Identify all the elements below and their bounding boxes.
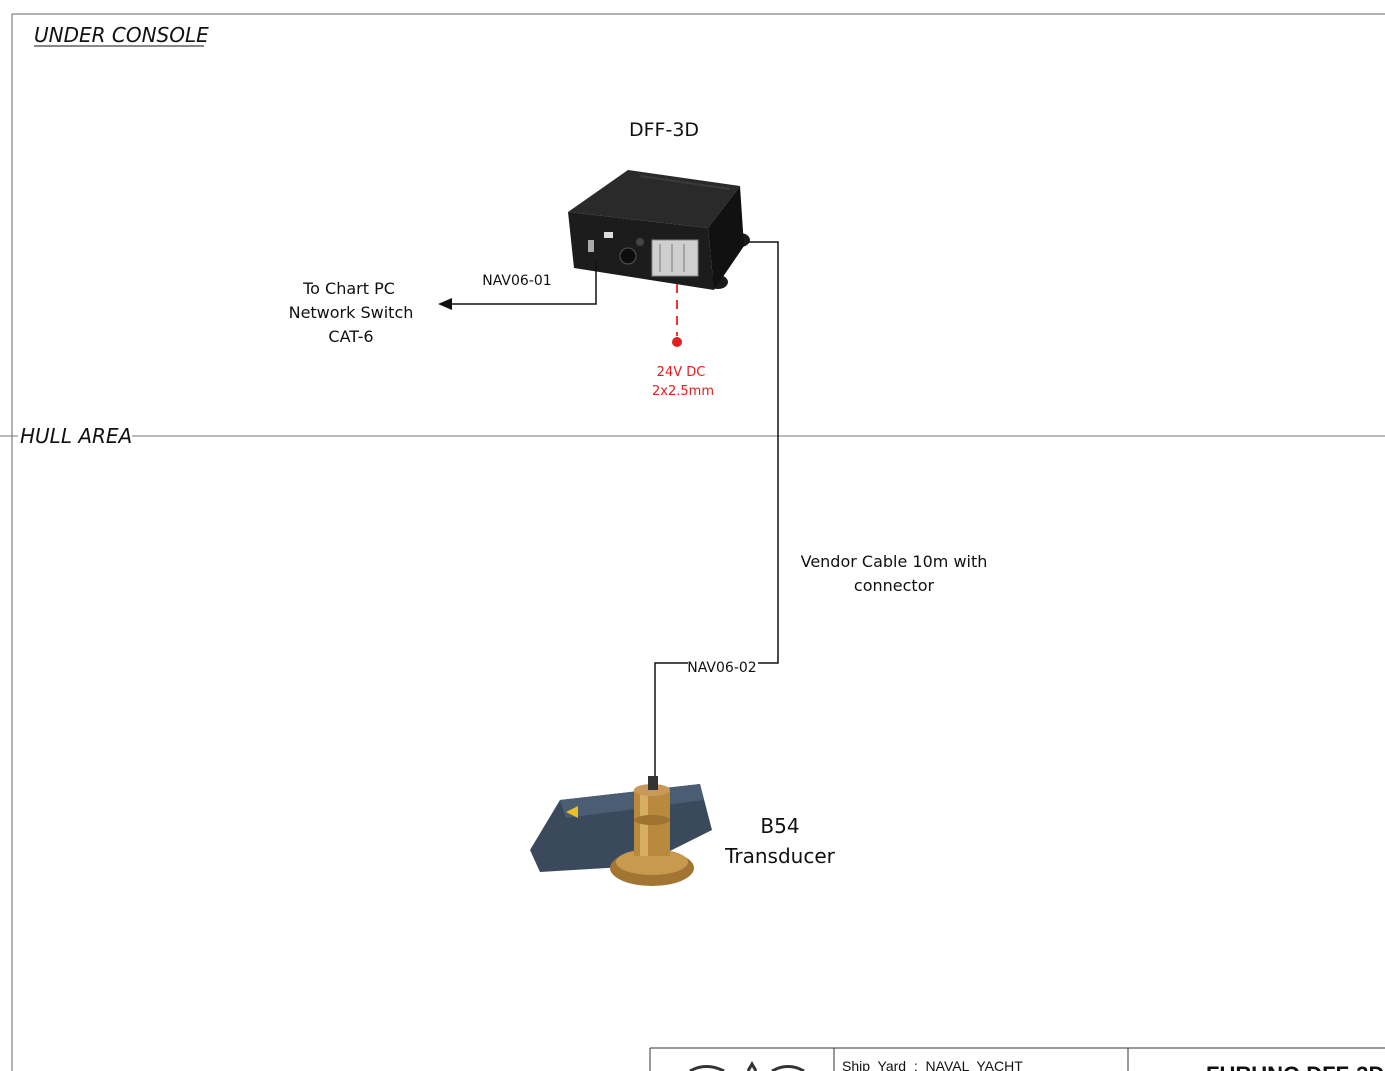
title-block (649, 1047, 1385, 1071)
power-label-line-2: 2x2.5mm (652, 384, 714, 399)
network-arrowhead (438, 298, 452, 310)
title-block-drawing-title: FURUNO DFF-3D (1206, 1062, 1384, 1071)
vendor-cable-note-line-1: Vendor Cable 10m with (801, 552, 988, 571)
network-dest-line-1: To Chart PC (302, 279, 395, 298)
company-logo (689, 1060, 805, 1071)
transducer-cable-tag: NAV06-02 (687, 660, 756, 676)
network-dest-line-3: CAT-6 (328, 327, 373, 346)
vendor-cable-line (654, 241, 779, 782)
b54-transducer-icon (530, 776, 712, 886)
transducer-label-line-2: Transducer (724, 844, 836, 868)
power-label-line-1: 24V DC (657, 365, 706, 380)
title-block-shipyard: Ship Yard : NAVAL YACHT (842, 1058, 1023, 1071)
dff3d-device-icon (568, 170, 750, 290)
device-label-dff3d: DFF-3D (629, 119, 699, 141)
network-cable-tag: NAV06-01 (482, 273, 551, 289)
transducer-label-line-1: B54 (760, 814, 799, 838)
vendor-cable-note-line-2: connector (854, 576, 935, 595)
zone-label-hull-area: HULL AREA (20, 424, 132, 448)
network-cable-line (448, 262, 597, 305)
zone-label-under-console: UNDER CONSOLE (34, 23, 209, 47)
power-terminal-dot (672, 337, 682, 347)
network-dest-line-2: Network Switch (289, 303, 414, 322)
drawing-frame (11, 13, 1385, 1071)
